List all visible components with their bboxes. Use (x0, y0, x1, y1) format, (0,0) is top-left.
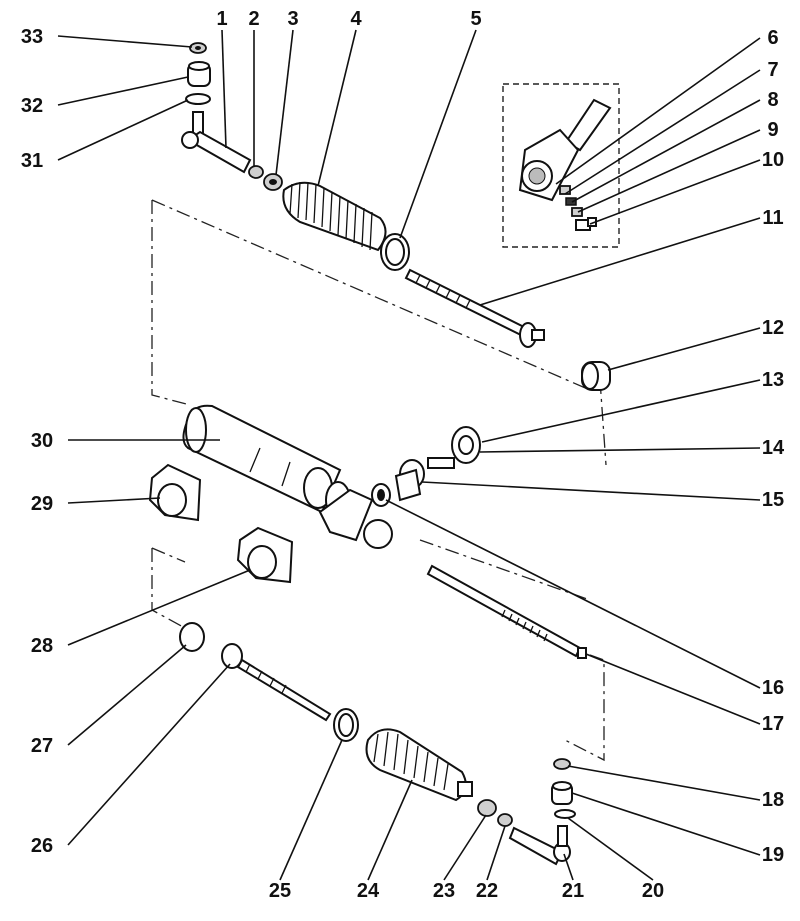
bushing-27 (179, 622, 205, 652)
callout-23: 23 (433, 880, 455, 902)
boot-4 (282, 181, 387, 252)
callout-18: 18 (762, 789, 784, 811)
callout-30: 30 (31, 430, 53, 452)
callout-9: 9 (767, 119, 778, 141)
spring-15 (394, 468, 422, 502)
tie-rod-26 (221, 643, 332, 722)
callout-26: 26 (31, 835, 53, 857)
callout-4: 4 (350, 8, 362, 30)
lock-nut-3 (263, 173, 283, 191)
callout-19: 19 (762, 844, 784, 866)
callout-7: 7 (767, 59, 778, 81)
callout-15: 15 (762, 489, 784, 511)
callout-33: 33 (21, 26, 43, 48)
callout-22: 22 (476, 880, 498, 902)
washer-13 (451, 426, 481, 464)
tie-rod-end-21 (508, 825, 571, 866)
callout-29: 29 (31, 493, 53, 515)
rack-17 (426, 564, 587, 659)
callout-14: 14 (762, 437, 785, 459)
nut-18 (553, 758, 571, 770)
callout-32: 32 (21, 95, 43, 117)
tie-rod-11 (404, 268, 545, 348)
bushing-12 (581, 361, 611, 391)
callout-13: 13 (762, 369, 784, 391)
callout-8: 8 (767, 89, 778, 111)
leader-lines (57, 29, 761, 881)
callout-31: 31 (21, 150, 43, 172)
callout-28: 28 (31, 635, 53, 657)
rack-housing-30 (182, 404, 393, 549)
callout-21: 21 (562, 880, 584, 902)
o-ring-16 (371, 483, 391, 507)
nut-22 (497, 813, 513, 827)
callout-12: 12 (762, 317, 784, 339)
callout-20: 20 (642, 880, 664, 902)
callout-17: 17 (762, 713, 784, 735)
callout-2: 2 (248, 8, 259, 30)
callout-16: 16 (762, 677, 784, 699)
parts (148, 42, 612, 866)
callout-25: 25 (269, 880, 291, 902)
nut-33 (189, 42, 207, 54)
clamp-25 (333, 708, 359, 742)
callout-10: 10 (762, 149, 784, 171)
nut-2 (248, 165, 264, 179)
valve-assembly-6-10 (518, 98, 612, 231)
callout-5: 5 (470, 8, 481, 30)
callout-6: 6 (767, 27, 778, 49)
callout-11: 11 (762, 207, 783, 229)
ball-joint-boot-19 (551, 781, 573, 805)
callout-3: 3 (287, 8, 298, 30)
ring-31 (185, 93, 211, 105)
lock-nut-23 (477, 799, 497, 817)
callout-24: 24 (357, 880, 380, 902)
ball-joint-boot-32 (187, 61, 211, 87)
mounting-clamp-29 (148, 463, 202, 522)
tie-rod-end-1 (181, 111, 252, 174)
callout-1: 1 (216, 8, 227, 30)
ring-20 (554, 809, 576, 819)
boot-24 (365, 728, 473, 802)
callout-27: 27 (31, 735, 53, 757)
mounting-clamp-28 (236, 526, 294, 584)
callout-labels: 1 2 3 4 5 6 7 8 9 10 11 12 13 14 15 16 1… (21, 8, 785, 902)
